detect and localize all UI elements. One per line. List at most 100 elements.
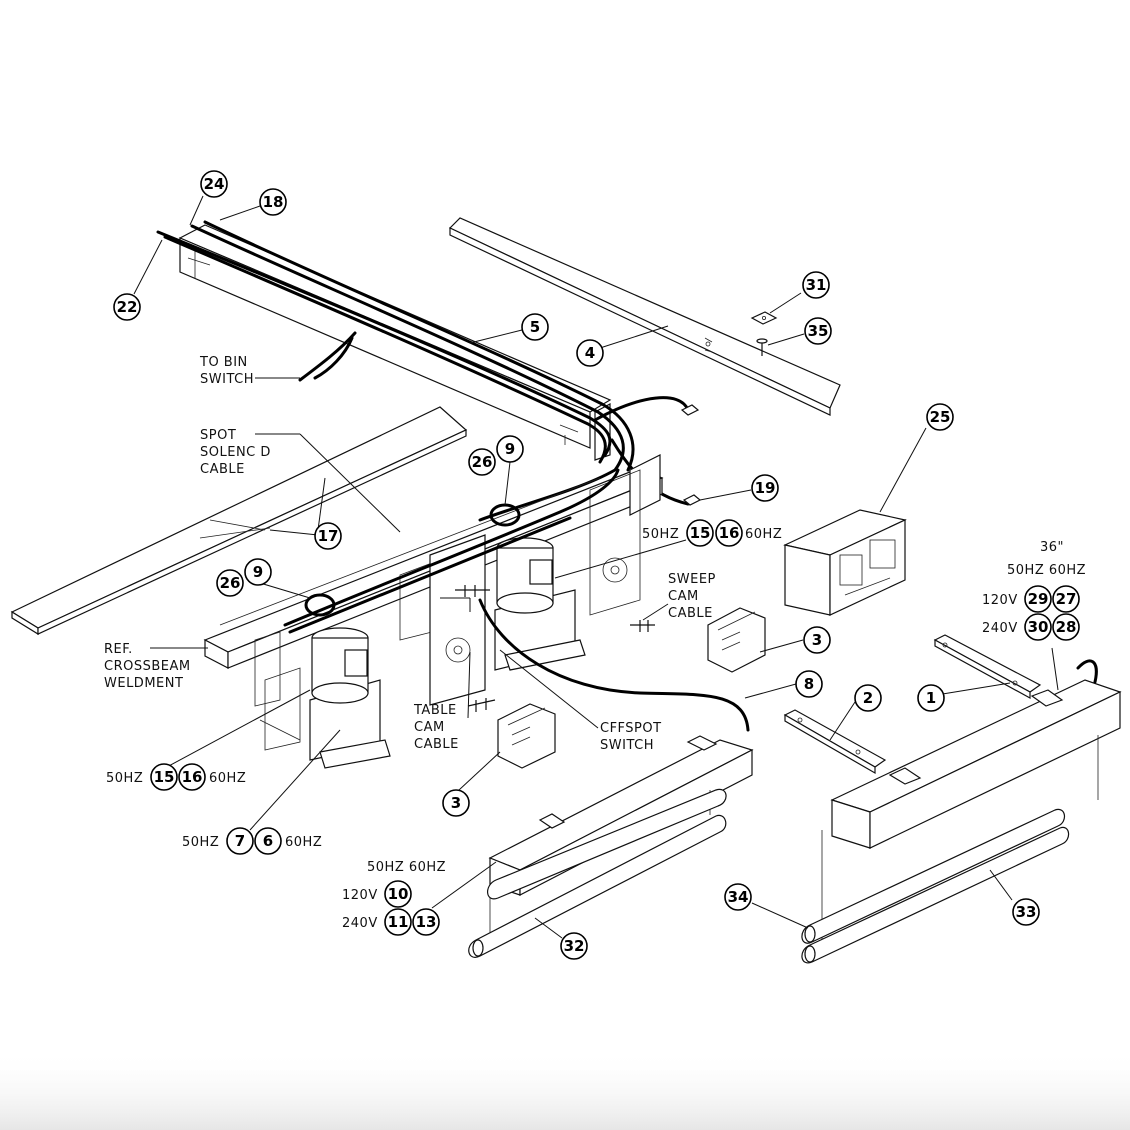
part-25-control-box — [783, 509, 907, 616]
callout-35: 35 — [804, 317, 832, 345]
left-board — [10, 406, 468, 636]
svg-text:6: 6 — [263, 832, 273, 850]
tab-top — [680, 404, 700, 416]
svg-text:CAM: CAM — [668, 589, 699, 604]
svg-text:60HZ: 60HZ — [209, 771, 246, 786]
svg-text:CABLE: CABLE — [668, 606, 713, 621]
label-hz-lower-left: 50HZ 60HZ — [106, 771, 246, 786]
svg-text:50HZ 60HZ: 50HZ 60HZ — [1007, 563, 1086, 578]
center-bracket — [429, 534, 486, 706]
svg-text:32: 32 — [564, 937, 585, 955]
svg-text:25: 25 — [930, 408, 951, 426]
svg-text:SWITCH: SWITCH — [200, 372, 254, 387]
svg-text:240V: 240V — [982, 621, 1018, 636]
svg-text:15: 15 — [154, 768, 175, 786]
callout-18: 18 — [259, 188, 287, 216]
to-bin-cable — [298, 331, 357, 382]
svg-text:SPOT: SPOT — [200, 428, 236, 443]
svg-text:19: 19 — [755, 479, 776, 497]
callout-11: 11 — [384, 908, 412, 936]
callout-4: 4 — [576, 339, 604, 367]
svg-text:5: 5 — [530, 318, 540, 336]
svg-text:50HZ: 50HZ — [182, 835, 219, 850]
motor-left — [309, 627, 391, 769]
callout-33: 33 — [1012, 898, 1040, 926]
svg-text:REF.: REF. — [104, 642, 133, 657]
part-35-screw — [756, 338, 768, 356]
motor-right — [494, 537, 586, 671]
svg-text:60HZ: 60HZ — [745, 527, 782, 542]
svg-text:31: 31 — [806, 276, 827, 294]
svg-text:26: 26 — [472, 453, 493, 471]
label-table-cam-cable: TABLE CAM CABLE — [413, 703, 458, 752]
svg-text:9: 9 — [505, 440, 515, 458]
svg-text:30: 30 — [1028, 618, 1049, 636]
svg-text:16: 16 — [719, 524, 740, 542]
housing-right — [801, 659, 1122, 964]
svg-text:17: 17 — [318, 527, 339, 545]
svg-text:WELDMENT: WELDMENT — [104, 676, 183, 691]
label-ref-crossbeam-weldment: REF. CROSSBEAM WELDMENT — [104, 642, 191, 691]
callout-15-upper: 15 — [686, 519, 714, 547]
callout-8: 8 — [795, 670, 823, 698]
to-bin-cable-2 — [313, 336, 354, 380]
svg-text:3: 3 — [812, 631, 822, 649]
callout-7: 7 — [226, 827, 254, 855]
callout-6: 6 — [254, 827, 282, 855]
svg-text:50HZ: 50HZ — [106, 771, 143, 786]
svg-text:SOLENC D: SOLENC D — [200, 445, 271, 460]
svg-text:TO BIN: TO BIN — [199, 355, 248, 370]
callout-24: 24 — [200, 170, 228, 198]
svg-text:36": 36" — [1040, 540, 1064, 555]
svg-text:18: 18 — [263, 193, 284, 211]
svg-text:13: 13 — [416, 913, 437, 931]
callout-1: 1 — [917, 684, 945, 712]
svg-text:8: 8 — [804, 675, 814, 693]
callout-28: 28 — [1052, 613, 1080, 641]
svg-text:15: 15 — [690, 524, 711, 542]
svg-text:33: 33 — [1016, 903, 1037, 921]
svg-text:2: 2 — [863, 689, 873, 707]
svg-text:35: 35 — [808, 322, 829, 340]
svg-text:9: 9 — [253, 563, 263, 581]
bottom-fade — [0, 1050, 1130, 1130]
svg-text:CROSSBEAM: CROSSBEAM — [104, 659, 191, 674]
callout-17: 17 — [314, 522, 342, 550]
svg-text:120V: 120V — [982, 593, 1018, 608]
svg-text:60HZ: 60HZ — [285, 835, 322, 850]
svg-text:26: 26 — [220, 574, 241, 592]
callout-26-upper: 26 — [468, 448, 496, 476]
cable-connectors — [455, 585, 655, 712]
callout-34: 34 — [724, 883, 752, 911]
svg-text:3: 3 — [451, 794, 461, 812]
svg-text:CFFSPOT: CFFSPOT — [600, 721, 662, 736]
callout-26-lower: 26 — [216, 569, 244, 597]
svg-text:27: 27 — [1056, 590, 1077, 608]
part-1-strip — [933, 634, 1042, 700]
callout-27: 27 — [1052, 585, 1080, 613]
callout-30: 30 — [1024, 613, 1052, 641]
callout-2: 2 — [854, 684, 882, 712]
svg-text:11: 11 — [388, 913, 409, 931]
svg-text:CABLE: CABLE — [200, 462, 245, 477]
svg-text:4: 4 — [585, 344, 595, 362]
callout-29: 29 — [1024, 585, 1052, 613]
part-31-clip — [750, 311, 778, 325]
housing-left — [468, 735, 754, 958]
label-hz-motor: 50HZ 60HZ — [182, 835, 322, 850]
label-hz-volt-lower: 50HZ 60HZ 120V 240V — [342, 860, 446, 931]
callout-3-upper: 3 — [803, 626, 831, 654]
callout-25: 25 — [926, 403, 954, 431]
label-to-bin-switch: TO BIN SWITCH — [199, 355, 254, 387]
callout-16-upper: 16 — [715, 519, 743, 547]
part-4-board — [448, 217, 841, 416]
callout-3-lower: 3 — [442, 789, 470, 817]
svg-text:34: 34 — [728, 888, 749, 906]
callout-10: 10 — [384, 880, 412, 908]
svg-text:24: 24 — [204, 175, 225, 193]
svg-text:28: 28 — [1056, 618, 1077, 636]
callout-9-upper: 9 — [496, 435, 524, 463]
label-sweep-cam-cable: SWEEP CAM CABLE — [668, 572, 715, 621]
callout-22: 22 — [113, 293, 141, 321]
